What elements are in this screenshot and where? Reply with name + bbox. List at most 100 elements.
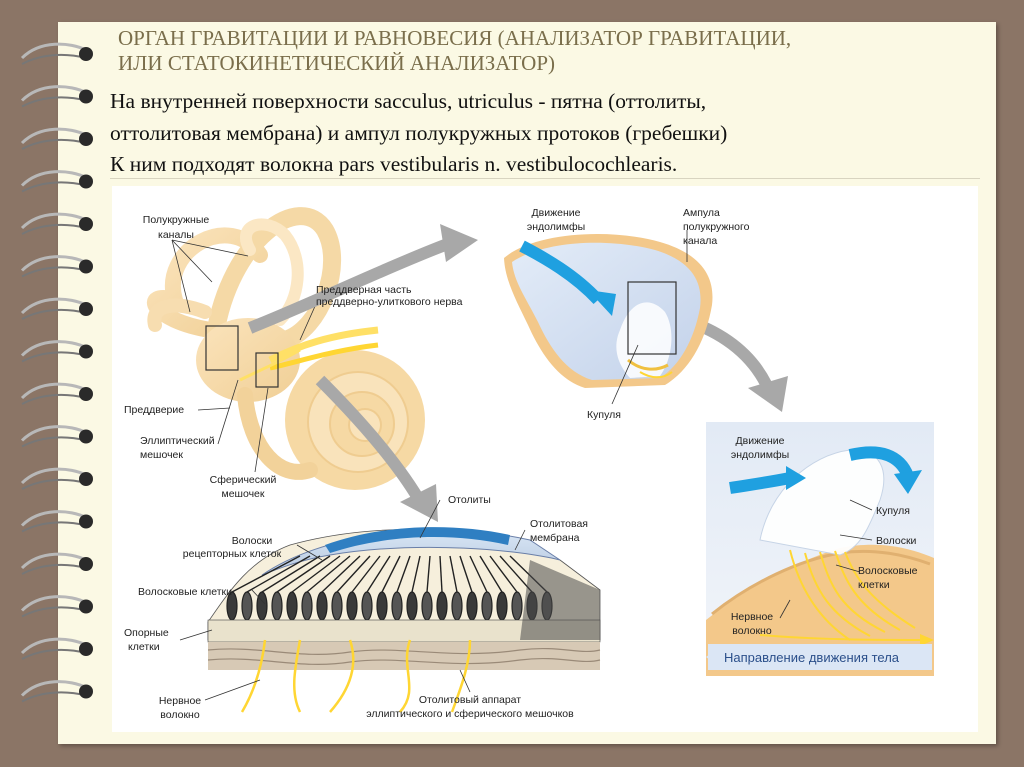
- label-hair-cells-left: Волосковые клетки: [138, 586, 232, 598]
- label-saccule-2: мешочек: [222, 488, 265, 500]
- hair-cell: [496, 591, 508, 621]
- label-nerve-fiber-left-1: Нервное: [159, 695, 201, 707]
- slide-title: ОРГАН ГРАВИТАЦИИ И РАВНОВЕСИЯ (АНАЛИЗАТО…: [118, 26, 978, 76]
- label-endolymph-top-2: эндолимфы: [527, 221, 585, 233]
- binding-ring: [20, 595, 87, 612]
- binding-hole: [79, 344, 93, 359]
- hair-cell: [286, 591, 298, 621]
- label-utricle-2: мешочек: [140, 449, 183, 461]
- body-line-1: На внутренней поверхности sacculus, utri…: [110, 89, 707, 113]
- label-vestibule: Преддверие: [124, 404, 184, 416]
- binding-hole: [79, 599, 93, 614]
- divider: [110, 178, 980, 179]
- binding-ring: [20, 85, 87, 102]
- hair-cell: [271, 591, 283, 621]
- slide-body-text: На внутренней поверхности sacculus, utri…: [110, 86, 990, 181]
- hair-cell: [481, 591, 493, 621]
- binding-hole: [79, 174, 93, 189]
- macula-illustration: [207, 527, 601, 713]
- label-otolith-apparatus-1: Отолитовый аппарат: [419, 694, 521, 706]
- label-cupula-top: Купуля: [587, 409, 621, 421]
- binding-ring: [20, 510, 87, 527]
- binding-hole: [79, 429, 93, 444]
- binding-hole: [79, 387, 93, 401]
- hair-bundle: [459, 555, 473, 593]
- label-receptor-hairs-1: Волоски: [232, 535, 273, 547]
- hair-bundle: [231, 555, 301, 593]
- binding-hole: [79, 642, 93, 656]
- label-utricle-1: Эллиптический: [140, 435, 215, 447]
- label-receptor-hairs-2: рецепторных клеток: [183, 548, 282, 560]
- hair-bundle: [469, 555, 488, 593]
- binding-hole: [79, 89, 93, 104]
- hair-cell: [346, 591, 358, 621]
- hair-bundle: [366, 555, 391, 593]
- hair-bundle: [261, 555, 321, 593]
- hair-bundle: [449, 555, 458, 593]
- label-ampulla-1: Ампула: [683, 207, 720, 219]
- binding-hole: [79, 472, 93, 486]
- hair-bundle: [411, 555, 421, 593]
- hair-cell: [331, 591, 343, 621]
- binding-ring: [20, 212, 87, 230]
- hair-bundle: [336, 555, 371, 593]
- binding-hole: [79, 557, 93, 571]
- label-nerve-fiber-left-2: волокно: [160, 709, 200, 721]
- hair-bundle: [306, 555, 351, 593]
- hair-bundle: [479, 555, 503, 593]
- hair-cell: [391, 591, 403, 621]
- hair-cell: [301, 591, 313, 621]
- hair-bundle: [381, 555, 401, 593]
- label-otolith-apparatus-2: эллиптического и сферического мешочков: [366, 708, 574, 720]
- body-line-2: оттолитовая мембрана) и ампул полукружны…: [110, 120, 728, 145]
- hair-cell: [406, 591, 418, 621]
- hair-cell: [451, 591, 463, 621]
- slide-title-line-2: ИЛИ СТАТОКИНЕТИЧЕСКИЙ АНАЛИЗАТОР): [118, 51, 556, 75]
- label-otolith-membrane-2: мембрана: [530, 532, 580, 544]
- hair-cell: [421, 591, 433, 621]
- body-line-3: К ним подходят волокна pars vestibularis…: [110, 152, 678, 176]
- binding-hole: [79, 302, 93, 316]
- label-endolymph-right-1: Движение: [736, 435, 785, 447]
- binding-ring: [20, 467, 87, 485]
- binding-hole: [79, 47, 93, 61]
- label-ampulla-3: канала: [683, 235, 717, 247]
- slide-title-line-1: ОРГАН ГРАВИТАЦИИ И РАВНОВЕСИЯ (АНАЛИЗАТО…: [118, 26, 792, 50]
- binding-hole: [79, 259, 93, 274]
- label-otolith-membrane-1: Отолитовая: [530, 518, 588, 530]
- macula-leaders: [179, 499, 526, 701]
- cupula-detail-leaders: [779, 499, 873, 619]
- label-vestibular-nerve-2: преддверно-улиткового нерва: [316, 296, 463, 308]
- binding-ring: [20, 340, 87, 357]
- hair-bundle: [351, 555, 381, 593]
- binding-ring: [20, 680, 87, 697]
- hair-cell: [436, 591, 448, 621]
- label-support-cells-2: клетки: [128, 641, 160, 653]
- label-vestibular-nerve-1: Преддверная часть: [316, 284, 412, 296]
- label-endolymph-top-1: Движение: [532, 207, 581, 219]
- label-support-cells-1: Опорные: [124, 627, 169, 639]
- binding-hole: [79, 132, 93, 146]
- label-ampulla-2: полукружного: [683, 221, 750, 233]
- label-nerve-fiber-right-2: волокно: [732, 625, 772, 637]
- label-body-direction: Направление движения тела: [724, 650, 900, 665]
- label-semicircular-canals-2: каналы: [158, 229, 194, 241]
- hair-cell: [376, 591, 388, 621]
- figure-labels: Полукружные каналы Преддверная часть пре…: [124, 207, 918, 721]
- label-nerve-fiber-right-1: Нервное: [731, 611, 773, 623]
- binding-ring: [20, 127, 87, 145]
- binding-hole: [79, 514, 93, 529]
- hair-cell: [466, 591, 478, 621]
- binding-ring: [20, 297, 87, 315]
- binding-ring: [20, 637, 87, 655]
- hair-cell: [361, 591, 373, 621]
- hair-bundle: [396, 555, 411, 593]
- hair-cell: [256, 591, 268, 621]
- binding-hole: [79, 217, 93, 231]
- label-hair-cells-right-2: клетки: [858, 579, 890, 591]
- hair-cell: [316, 591, 328, 621]
- label-endolymph-right-2: эндолимфы: [731, 449, 789, 461]
- hair-bundle: [439, 555, 443, 593]
